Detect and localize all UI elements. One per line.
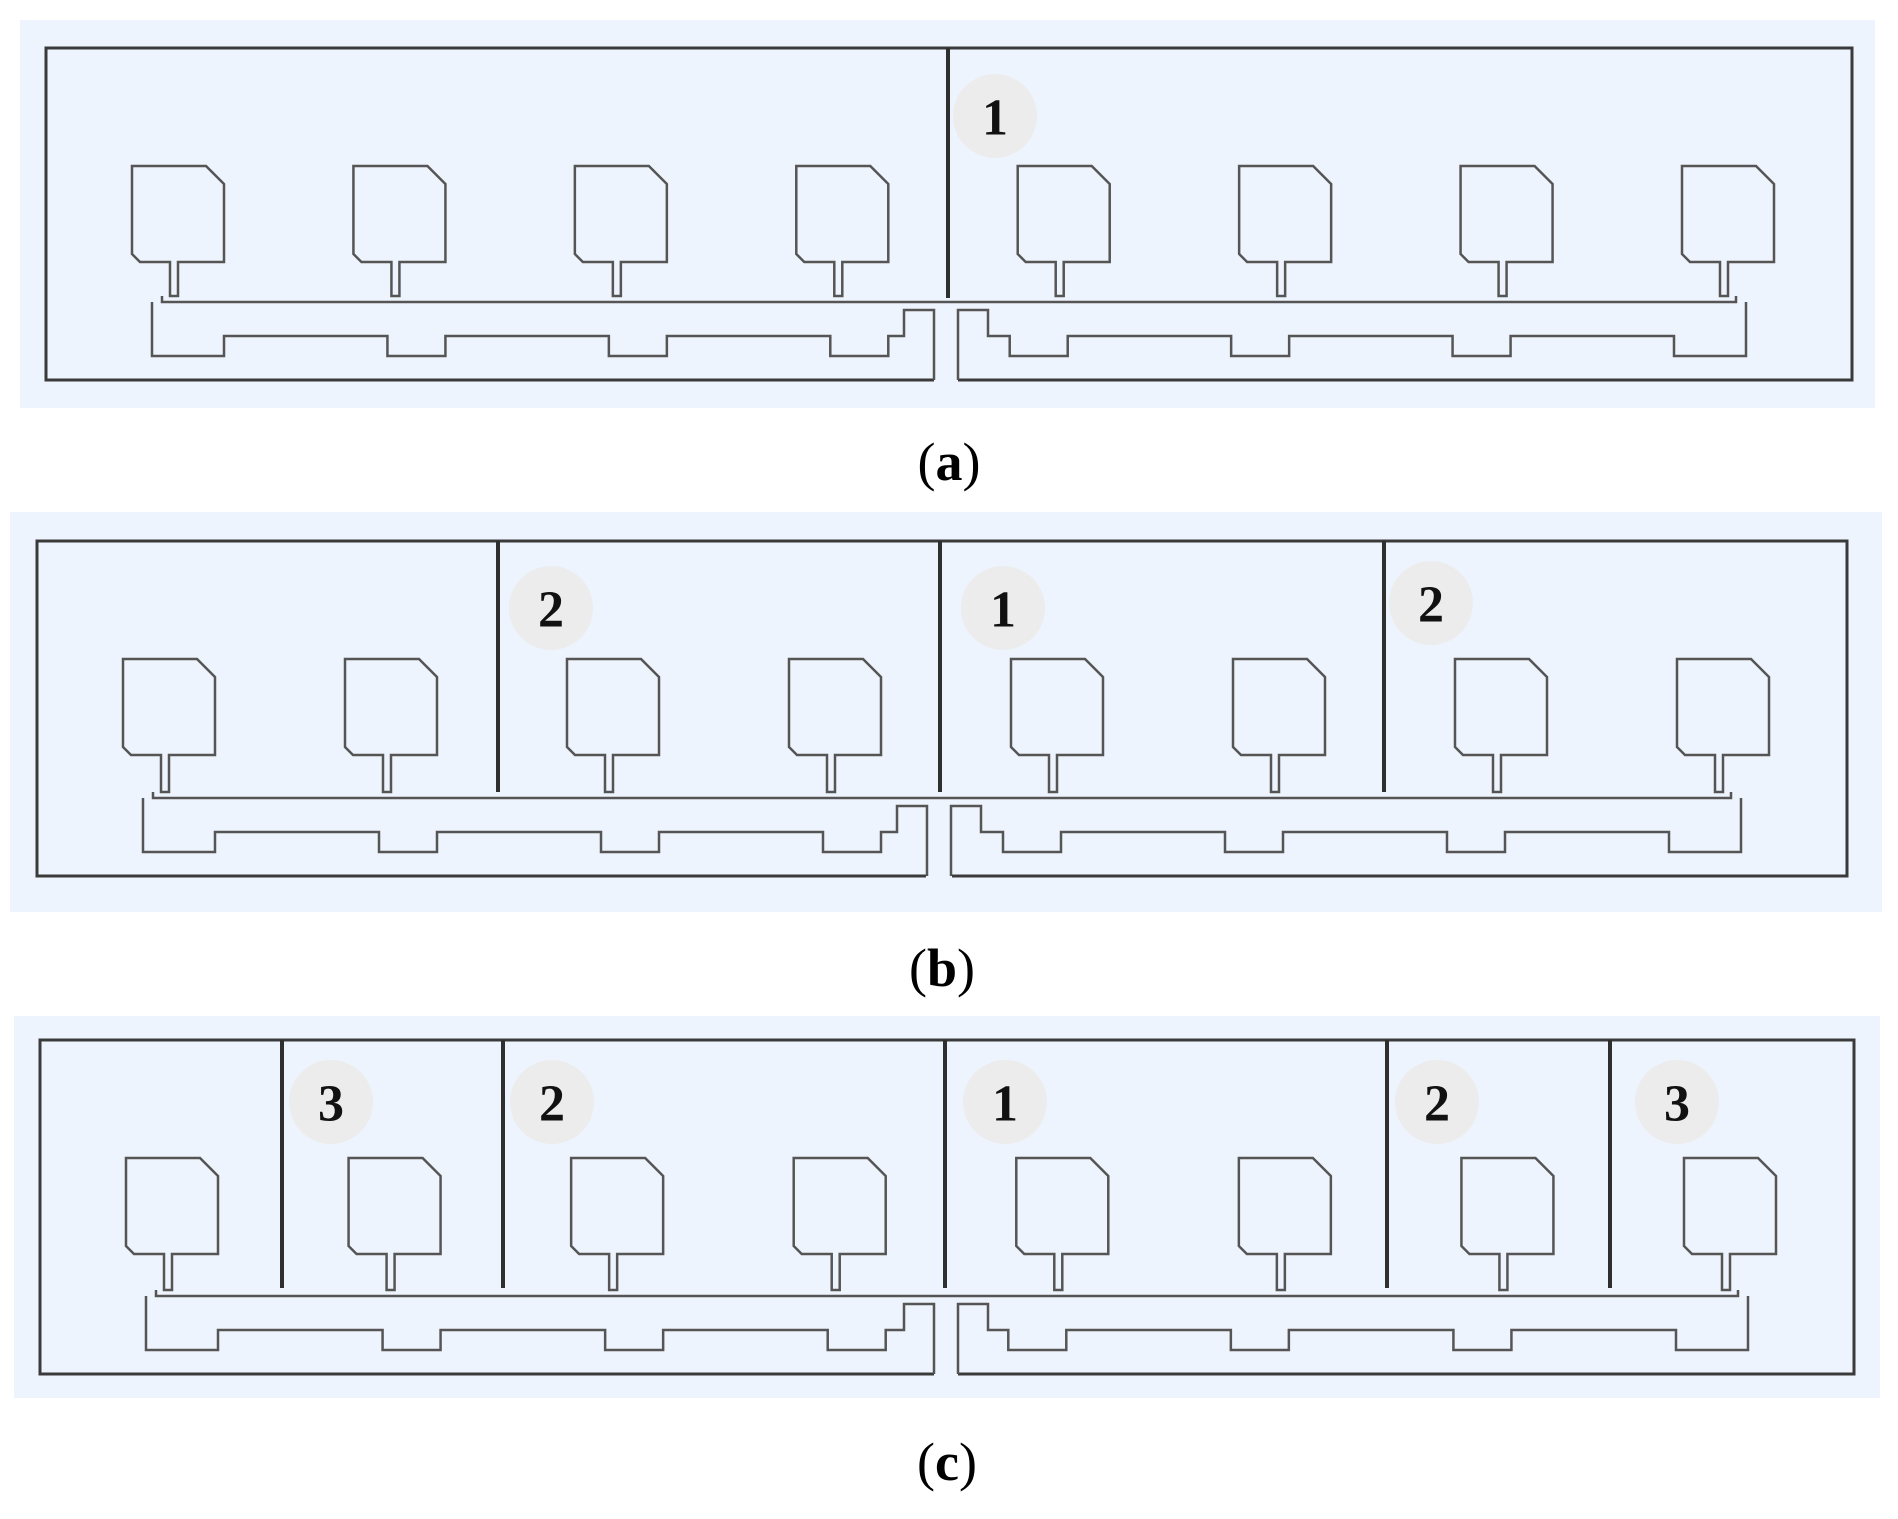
slot-number-label: 2: [1418, 577, 1444, 634]
feed-line-upper: [154, 1290, 1740, 1298]
slot-number-badge: [953, 74, 1037, 158]
feed-line-right: [956, 302, 1748, 380]
panel-background: [10, 512, 1882, 912]
panel-caption: (c): [917, 1432, 977, 1492]
caption-close-paren: ): [959, 1432, 977, 1492]
caption-close-paren: ): [957, 938, 975, 998]
feed-line-left: [141, 798, 929, 876]
slot-number-badge: [1395, 1060, 1479, 1144]
patch-element: [787, 657, 883, 794]
patch-element: [1009, 657, 1105, 794]
panel-c: 3 2 1 2 3 (c): [14, 1016, 1880, 1492]
patch-element: [121, 657, 217, 794]
patch-element: [343, 657, 439, 794]
patch-element: [347, 1156, 442, 1292]
caption-open-paren: (: [917, 1432, 935, 1492]
slot-number-badge: [963, 1060, 1047, 1144]
patch-element: [573, 164, 669, 298]
patch-element: [1675, 657, 1771, 794]
caption-letter: b: [927, 938, 957, 998]
patch-element: [1680, 164, 1776, 298]
patch-element: [1015, 1156, 1110, 1292]
slot-number-label: 2: [538, 582, 564, 639]
patch-element: [1453, 657, 1549, 794]
slot-number-label: 2: [539, 1076, 565, 1133]
slot-number-label: 1: [992, 1076, 1018, 1133]
patch-element: [1237, 1156, 1333, 1292]
patch-element: [795, 164, 890, 298]
slot-number-label: 3: [318, 1076, 344, 1133]
patch-element: [565, 657, 661, 794]
panel-b: 2 1 2 (b): [10, 512, 1882, 998]
slot-number-badge: [289, 1060, 373, 1144]
caption-open-paren: (: [918, 432, 936, 492]
patch-element: [569, 1156, 665, 1292]
patch-element: [1459, 164, 1554, 298]
slot-number-label: 1: [990, 582, 1016, 639]
patch-element: [792, 1156, 887, 1292]
panel-caption: (a): [918, 432, 981, 492]
slot-number-badge: [1635, 1060, 1719, 1144]
patch-element: [1231, 657, 1327, 794]
feed-line-left: [144, 1296, 936, 1374]
caption-letter: a: [936, 432, 963, 492]
feed-line-upper: [151, 792, 1733, 800]
slot-number-badge: [509, 566, 593, 650]
patch-element: [1016, 164, 1111, 298]
patch-element: [1460, 1156, 1555, 1292]
slot-number-badge: [961, 566, 1045, 650]
patch-element: [130, 164, 226, 298]
slot-number-badge: [1389, 561, 1473, 645]
slot-number-label: 3: [1664, 1076, 1690, 1133]
caption-open-paren: (: [909, 938, 927, 998]
patch-element: [1682, 1156, 1778, 1292]
panel-a: 1 (a): [20, 20, 1875, 492]
feed-line-upper: [160, 296, 1738, 304]
patch-element: [124, 1156, 220, 1292]
patch-element: [1237, 164, 1333, 298]
slot-number-badge: [510, 1060, 594, 1144]
feed-line-right: [956, 1296, 1750, 1374]
panel-caption: (b): [909, 938, 975, 998]
slot-number-label: 2: [1424, 1076, 1450, 1133]
patch-element: [352, 164, 447, 298]
caption-letter: c: [935, 1432, 959, 1492]
caption-close-paren: ): [963, 432, 981, 492]
slot-number-label: 1: [982, 90, 1008, 147]
feed-line-left: [150, 302, 936, 380]
feed-line-right: [949, 798, 1743, 876]
